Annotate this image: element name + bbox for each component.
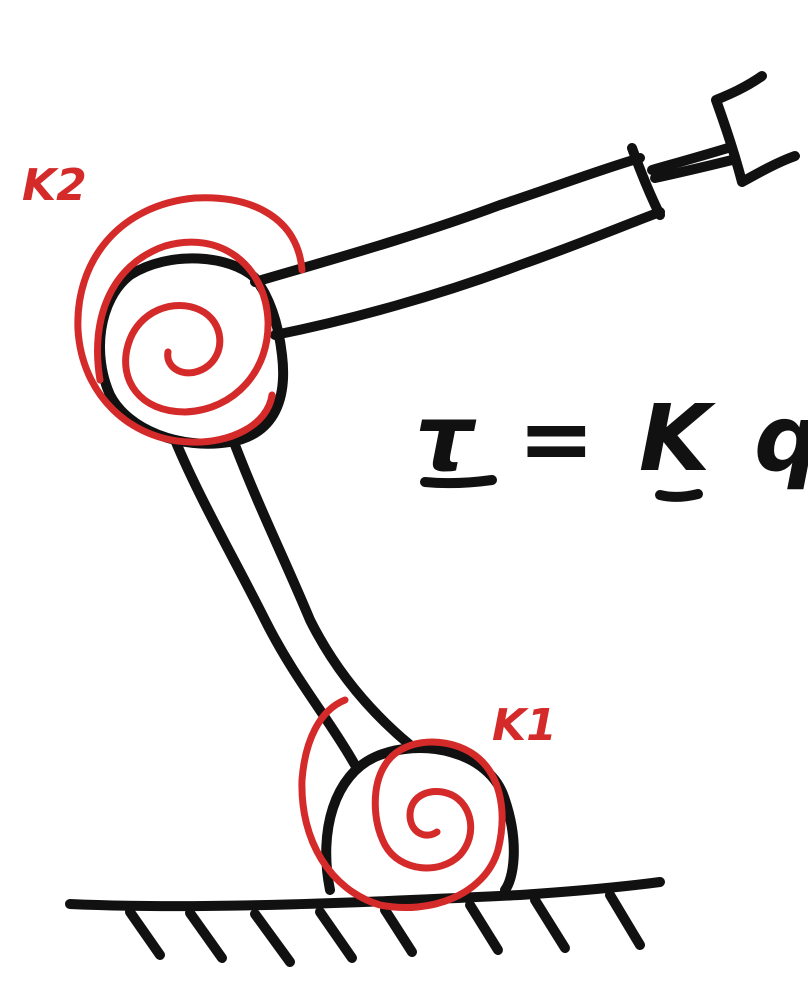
- base-spring-inner: [371, 761, 475, 872]
- hatch-mark: [465, 900, 503, 955]
- upper-link: [250, 143, 665, 340]
- spring-label-k1: K1: [492, 700, 557, 751]
- ground-line: [65, 877, 665, 912]
- lower-link: [170, 435, 415, 770]
- upper-link-end: [627, 143, 665, 220]
- elbow-spring-inner: [94, 238, 272, 416]
- base-spring-outer: [298, 696, 506, 912]
- lower-link-edge: [230, 440, 415, 750]
- base-joint: [321, 743, 519, 895]
- hatch-mark: [250, 909, 295, 967]
- lower-link-edge: [170, 435, 360, 770]
- hatch-mark: [530, 895, 570, 953]
- spring-label-k2: K2: [22, 160, 87, 211]
- end-effector: [647, 71, 800, 187]
- equation-underline: [655, 489, 703, 502]
- hatch-mark: [605, 890, 645, 950]
- upper-link-edge: [250, 153, 645, 287]
- wrist-stub: [650, 155, 737, 183]
- wrist-stub: [647, 143, 733, 175]
- hatch-mark: [380, 905, 417, 957]
- hatch-mark: [185, 908, 227, 963]
- stiffness-equation: τ = K q: [415, 385, 808, 492]
- equation-underline: [420, 475, 497, 489]
- elbow-spring-outer: [74, 194, 306, 446]
- ground: [65, 877, 665, 967]
- ground-hatching: [125, 890, 645, 967]
- hatch-mark: [125, 907, 165, 960]
- hatch-mark: [315, 907, 357, 963]
- upper-link-edge: [270, 207, 665, 340]
- gripper: [711, 71, 800, 187]
